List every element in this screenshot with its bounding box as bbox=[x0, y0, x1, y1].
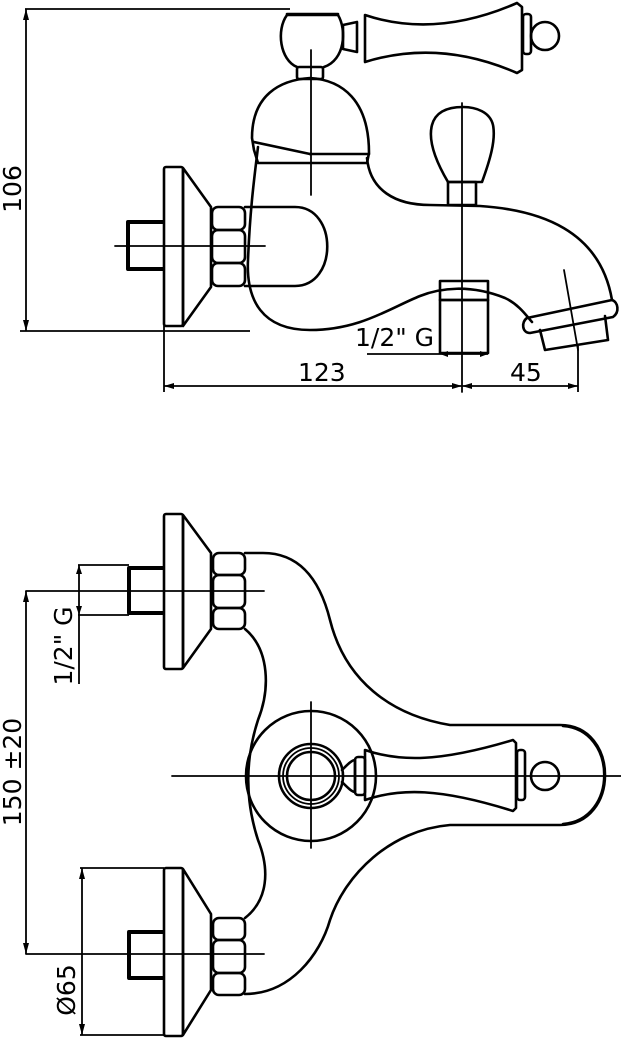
dimension-centre-distance: 150 ±20 bbox=[0, 591, 29, 954]
top-view: 150 ±20 1/2" G Ø65 bbox=[0, 512, 621, 1038]
outlet-thread-label: 1/2" G bbox=[355, 323, 434, 352]
wall-flange-side bbox=[114, 165, 266, 328]
side-view: 106 bbox=[0, 1, 619, 393]
dimension-outlet-thread: 1/2" G bbox=[355, 323, 488, 357]
flange-diameter-label: Ø65 bbox=[52, 964, 81, 1016]
dimension-height: 106 bbox=[0, 8, 290, 332]
dimension-inlet-thread: 1/2" G bbox=[49, 564, 129, 686]
inlet-thread-label: 1/2" G bbox=[49, 606, 78, 685]
centre-distance-label: 150 ±20 bbox=[0, 718, 27, 826]
connector-arm-side bbox=[243, 205, 329, 288]
mixer-body-side bbox=[246, 145, 534, 332]
neck-ring bbox=[295, 65, 325, 81]
height-label: 106 bbox=[0, 165, 27, 213]
lever-handle-side bbox=[341, 1, 561, 75]
ball-joint bbox=[279, 13, 345, 69]
body-inner-waist bbox=[243, 627, 268, 920]
shower-outlet bbox=[438, 279, 490, 355]
spout-top bbox=[365, 156, 614, 302]
dimension-depth: 123 45 bbox=[163, 326, 579, 392]
reach-label: 45 bbox=[510, 358, 542, 387]
dimension-flange-diameter: Ø65 bbox=[52, 867, 164, 1036]
lever-handle-top bbox=[340, 738, 561, 813]
depth-label: 123 bbox=[298, 358, 346, 387]
mixer-body-top bbox=[243, 551, 607, 996]
wall-flange-top-upper bbox=[25, 512, 265, 671]
spout-tip bbox=[521, 269, 619, 352]
wall-flange-top-lower bbox=[25, 866, 265, 1038]
